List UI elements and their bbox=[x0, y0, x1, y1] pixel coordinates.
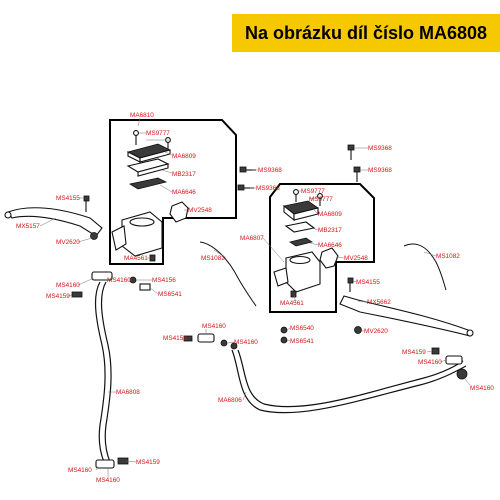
label-ms9368-b: MS9368 bbox=[256, 185, 280, 192]
label-ms4155-right: MS4155 bbox=[356, 279, 380, 286]
left-brake-lever bbox=[4, 207, 103, 237]
label-ms4160-front-d: MS4160 bbox=[96, 477, 120, 484]
right-diaphragm bbox=[284, 221, 316, 233]
label-ms4159-front-b: MS4159 bbox=[136, 459, 160, 466]
label-ms4160-rear-a: MS4160 bbox=[202, 323, 226, 330]
hose-fitting-upper bbox=[91, 271, 151, 291]
label-ms6541-rear: MS6541 bbox=[290, 338, 314, 345]
label-ma6810: MA6810 bbox=[130, 112, 154, 119]
part-labels: MA6810 MS9777 MA6809 MB2317 MA6646 MV254… bbox=[16, 112, 494, 484]
left-bleed-screw bbox=[149, 254, 156, 262]
label-ma6808: MA6808 bbox=[116, 389, 140, 396]
label-ma6807: MA6807 bbox=[240, 235, 264, 242]
right-plate bbox=[289, 237, 313, 247]
label-ms6540: MS6540 bbox=[290, 325, 314, 332]
label-mx5157: MX5157 bbox=[16, 223, 40, 230]
label-ms4159-front-a: MS4159 bbox=[46, 293, 70, 300]
right-assembly-frame bbox=[269, 183, 375, 313]
label-mv2548-left: MV2548 bbox=[188, 207, 212, 214]
right-brake-lever bbox=[339, 295, 474, 337]
hose-fitting-lower bbox=[95, 457, 129, 469]
left-reservoir-cap bbox=[126, 143, 172, 163]
label-ms4160-rear-b: MS4160 bbox=[234, 339, 258, 346]
label-ma6646-left: MA6646 bbox=[172, 189, 196, 196]
hose-fitting-left-bolt bbox=[71, 291, 83, 298]
label-ms9777-right-a: MS9777 bbox=[301, 188, 325, 195]
label-ms9368-d: MS9368 bbox=[368, 167, 392, 174]
left-plate bbox=[128, 177, 168, 190]
label-ms4155-left: MS4155 bbox=[56, 195, 80, 202]
left-lever-nut bbox=[90, 232, 98, 240]
label-ms1082-right: MS1082 bbox=[436, 253, 460, 260]
label-ms4160-front-c: MS4160 bbox=[68, 467, 92, 474]
rear-brake-hose-MA6806-outer bbox=[231, 349, 467, 414]
label-ms9368-a: MS9368 bbox=[258, 167, 282, 174]
label-mb2317-left: MB2317 bbox=[172, 171, 196, 178]
label-ma6809-right: MA6809 bbox=[318, 211, 342, 218]
bolt-left-upper bbox=[239, 166, 256, 173]
bolt-right-lower bbox=[353, 166, 361, 182]
right-switch-cable bbox=[403, 243, 447, 291]
label-ms9777-right-b: MS9777 bbox=[309, 196, 333, 203]
left-cap-screw-a bbox=[133, 130, 139, 145]
label-ms4159-rear-a: MS4159 bbox=[163, 335, 187, 342]
label-mv2620-right: MV2620 bbox=[364, 328, 388, 335]
left-diaphragm bbox=[126, 158, 170, 177]
left-switch-cable bbox=[199, 241, 257, 307]
label-mv2548-right: MV2548 bbox=[344, 255, 368, 262]
label-ms4160-rear-d: MS4160 bbox=[470, 385, 494, 392]
part-number-banner: Na obrázku díl číslo MA6808 bbox=[232, 14, 500, 52]
label-ma4561-right: MA4561 bbox=[280, 300, 304, 307]
rear-hose-fitting-right bbox=[431, 347, 468, 380]
label-ma6809-left: MA6809 bbox=[172, 153, 196, 160]
rear-brake-hose-MA6806-inner bbox=[237, 349, 464, 408]
label-mb2317-right: MB2317 bbox=[318, 227, 342, 234]
bolt-right-upper bbox=[347, 144, 355, 160]
front-brake-hose-MA6808-outer bbox=[94, 281, 106, 463]
right-cap-screw-a bbox=[293, 189, 299, 202]
right-reservoir-cap bbox=[283, 200, 319, 222]
right-sight-clip bbox=[319, 247, 339, 269]
label-ms1082-left: MS1082 bbox=[201, 255, 225, 262]
label-ms9777-left: MS9777 bbox=[146, 130, 170, 137]
rear-hose-fitting-left bbox=[183, 333, 238, 350]
label-ma6806: MA6806 bbox=[218, 397, 242, 404]
label-ma4561-left: MA4561 bbox=[124, 255, 148, 262]
label-ma6646-right: MA6646 bbox=[318, 242, 342, 249]
label-ms9368-c: MS9368 bbox=[368, 145, 392, 152]
rear-hose-washers-mid bbox=[280, 326, 288, 344]
right-lever-bolt bbox=[347, 277, 354, 292]
left-lever-bolt bbox=[83, 195, 90, 212]
leader-lines bbox=[39, 117, 471, 477]
label-mv2620-left: MV2620 bbox=[56, 239, 80, 246]
bolt-left-lower bbox=[237, 184, 254, 191]
label-ms4160-front-b: MS4160 bbox=[107, 277, 131, 284]
left-cylinder-body bbox=[111, 211, 163, 257]
right-cylinder-body bbox=[273, 251, 321, 293]
label-ms4156: MS4156 bbox=[152, 277, 176, 284]
label-ms4159-rear-b: MS4159 bbox=[402, 349, 426, 356]
left-sight-clip bbox=[169, 201, 189, 223]
right-lever-nut bbox=[354, 326, 362, 334]
label-ms6541-front: MS6541 bbox=[158, 291, 182, 298]
left-assembly-frame bbox=[109, 119, 237, 265]
front-brake-hose-MA6808-inner bbox=[100, 281, 112, 463]
label-ms4160-rear-c: MS4160 bbox=[418, 359, 442, 366]
label-mx5662: MX5662 bbox=[367, 299, 391, 306]
label-ms4160-front-a: MS4160 bbox=[56, 282, 80, 289]
right-bleed-screw bbox=[290, 290, 297, 298]
